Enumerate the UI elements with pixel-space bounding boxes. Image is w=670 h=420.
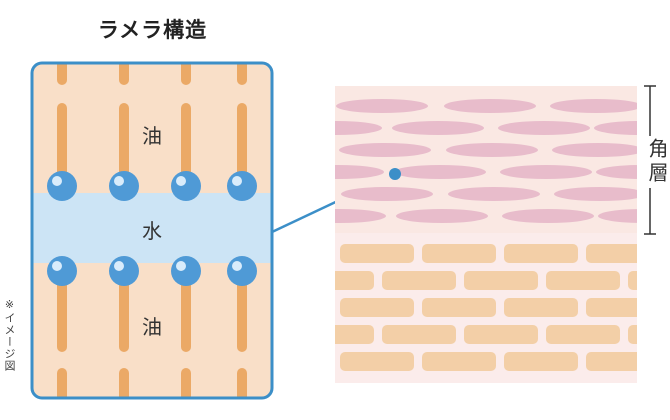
skin-brick [464, 325, 538, 344]
diagram-title: ラメラ構造 [97, 18, 208, 42]
corneocyte-cell [550, 99, 637, 113]
corneocyte-cell [335, 121, 382, 135]
skin-brick [628, 271, 637, 290]
skin-brick [335, 325, 374, 344]
lamellar-panel: 油 水 油 [30, 61, 274, 400]
corneocyte-cell [396, 209, 488, 223]
lipid-head [47, 171, 77, 201]
skin-brick [422, 352, 496, 371]
lipid-tail [119, 103, 129, 180]
lipid-head [227, 171, 257, 201]
lipid-tail [57, 103, 67, 180]
corneocyte-cell [392, 121, 484, 135]
corneocyte-cell [446, 143, 538, 157]
lipid-head [171, 256, 201, 286]
oil-label-top: 油 [142, 124, 162, 148]
corneocyte-cell [552, 143, 637, 157]
corneocyte-cell [444, 99, 536, 113]
skin-brick [546, 325, 620, 344]
lipid-tail [57, 368, 67, 398]
lipid-tail [181, 103, 191, 180]
corneocyte-cell [500, 165, 592, 179]
corneocyte-cell [339, 143, 431, 157]
connector-dot [389, 168, 401, 180]
skin-brick [422, 298, 496, 317]
corneocyte-cell [502, 209, 594, 223]
corneocyte-cell [554, 187, 637, 201]
lipid-head-highlight [232, 176, 242, 186]
skin-brick [586, 352, 637, 371]
lipid-heads [47, 171, 257, 286]
lipid-tail [57, 279, 67, 352]
skin-section [335, 86, 637, 383]
lipid-tail [237, 368, 247, 398]
lipid-tail [181, 63, 191, 85]
skin-brick [340, 298, 414, 317]
lipid-tail [237, 103, 247, 180]
corneocyte-cell [594, 121, 637, 135]
lipid-head-highlight [176, 261, 186, 271]
corneocyte-cell [394, 165, 486, 179]
lipid-head-highlight [176, 176, 186, 186]
lamellar-frame [30, 61, 274, 400]
lipid-head [109, 256, 139, 286]
lipid-tails [57, 63, 247, 398]
lipid-head-highlight [232, 261, 242, 271]
skin-brick [504, 298, 578, 317]
lipid-tail [119, 279, 129, 352]
skin-bricks [335, 244, 637, 371]
corneocyte-cell [448, 187, 540, 201]
corneocyte-cell [335, 165, 384, 179]
lipid-tail [181, 279, 191, 352]
skin-brick [382, 325, 456, 344]
skin-brick [504, 244, 578, 263]
lipid-head [109, 171, 139, 201]
corneocyte-cell [498, 121, 590, 135]
skin-brick [504, 352, 578, 371]
oil-label-bottom: 油 [142, 315, 162, 339]
skin-brick [628, 325, 637, 344]
water-label: 水 [142, 219, 162, 243]
corneocyte-cell [336, 99, 428, 113]
lipid-tail [119, 368, 129, 398]
image-note: ※イメージ図 [3, 298, 16, 372]
lipid-tail [57, 63, 67, 85]
lipid-tail [237, 63, 247, 85]
lipid-tail [181, 368, 191, 398]
skin-brick [335, 271, 374, 290]
corneocyte-cell [598, 209, 637, 223]
skin-brick [422, 244, 496, 263]
skin-brick [340, 244, 414, 263]
water-layer [32, 193, 272, 263]
corneocyte-cells [335, 99, 637, 223]
lipid-head-highlight [52, 176, 62, 186]
stratum-corneum-label: 角層 [643, 136, 670, 188]
corneocyte-cell [596, 165, 637, 179]
skin-brick [546, 271, 620, 290]
lipid-head [227, 256, 257, 286]
skin-brick [586, 298, 637, 317]
lipid-head-highlight [114, 176, 124, 186]
skin-brick [382, 271, 456, 290]
lipid-head-highlight [114, 261, 124, 271]
lipid-head-highlight [52, 261, 62, 271]
skin-brick [464, 271, 538, 290]
lipid-tail [237, 279, 247, 352]
lipid-tail [119, 63, 129, 85]
skin-brick [586, 244, 637, 263]
corneocyte-cell [341, 187, 433, 201]
lipid-head [171, 171, 201, 201]
skin-brick [340, 352, 414, 371]
corneocyte-cell [335, 209, 386, 223]
lipid-head [47, 256, 77, 286]
